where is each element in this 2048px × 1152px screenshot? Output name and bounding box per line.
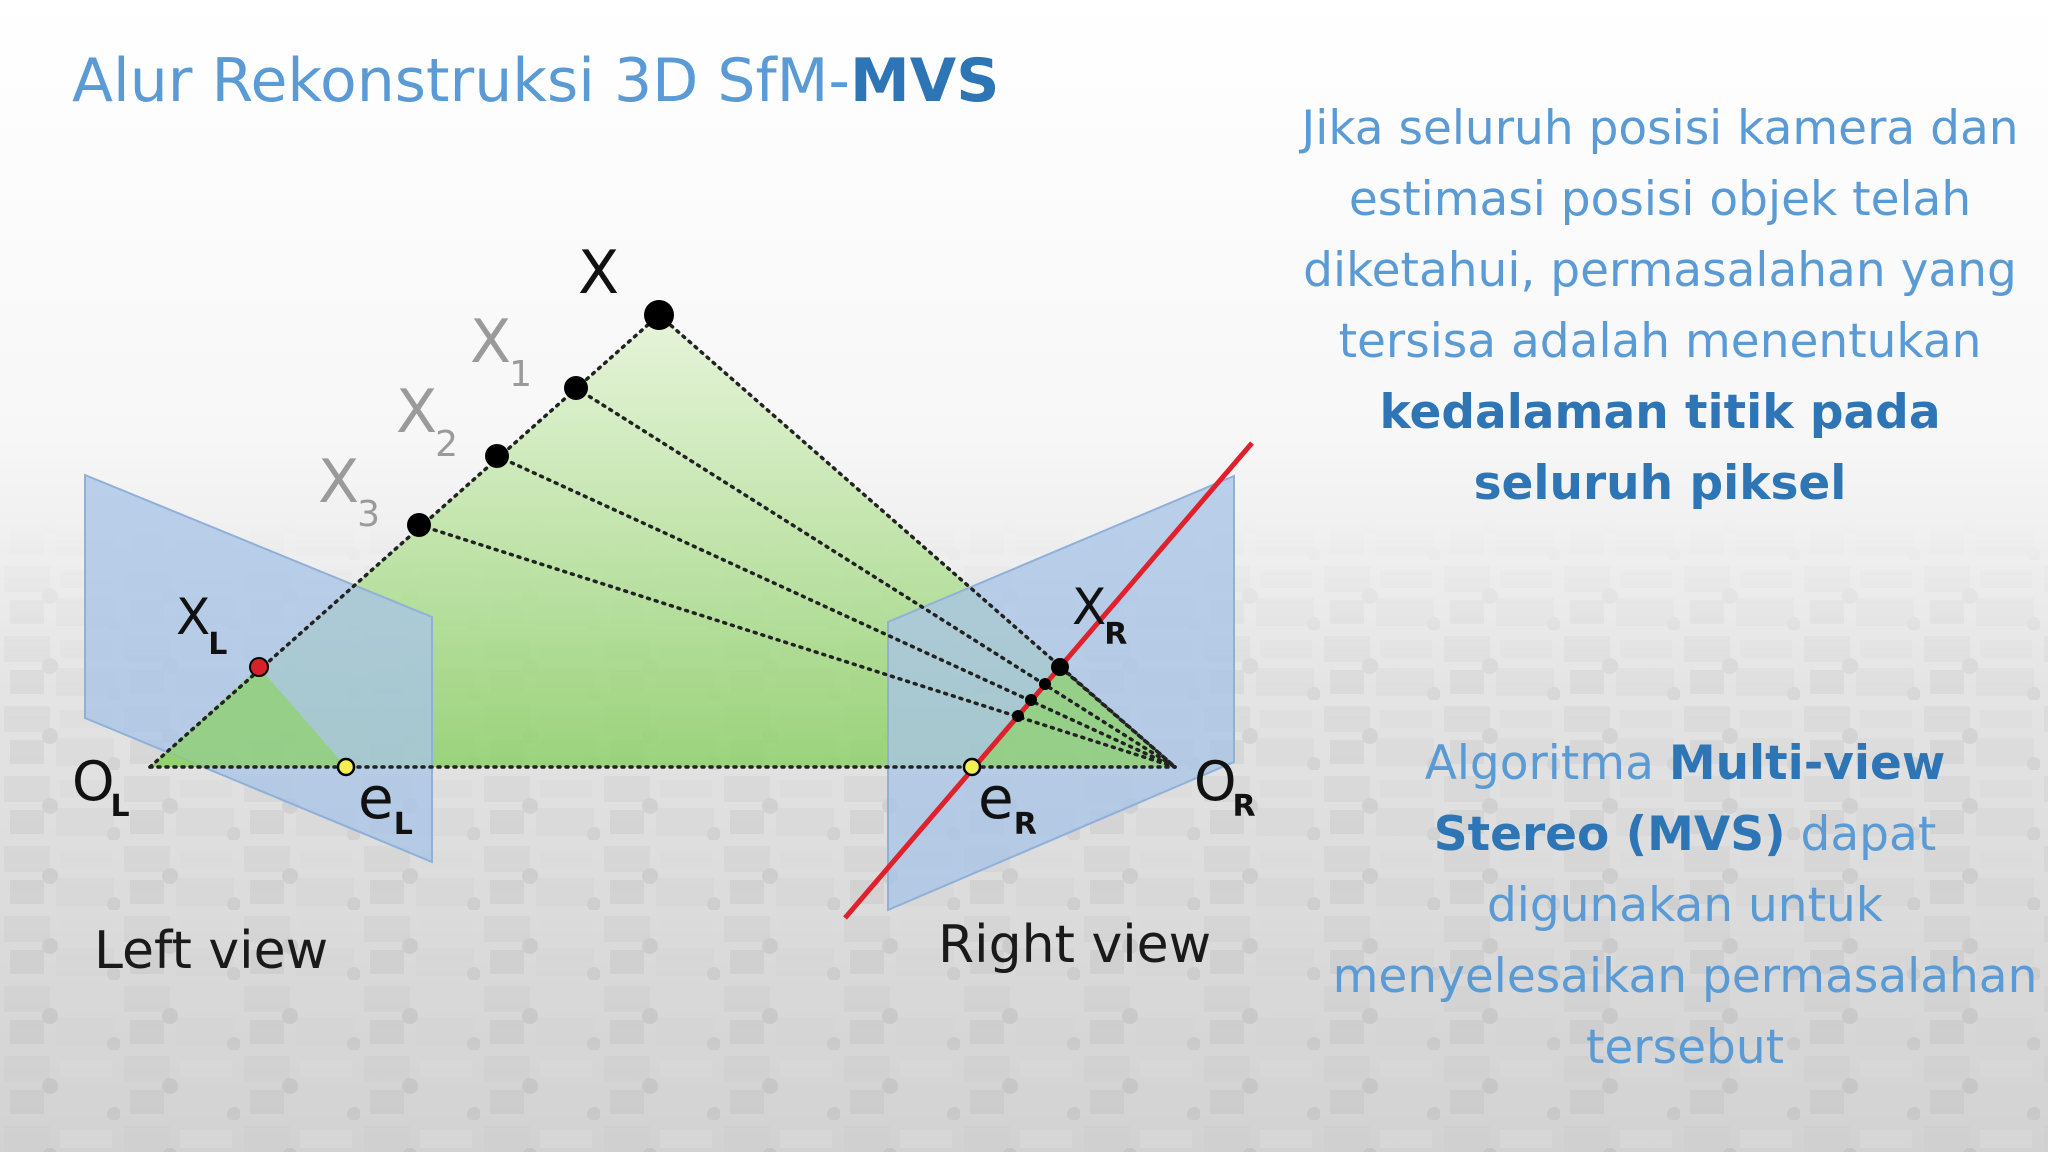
point-el [336,757,356,777]
slide-title: Alur Rekonstruksi 3D SfM-MVS [72,46,999,116]
paragraph1-emphasis: kedalaman titik pada seluruh piksel [1379,385,1941,511]
label-x3-sub: 3 [357,494,380,535]
point-x2 [485,444,509,468]
title-emphasis: MVS [850,46,1000,116]
label-er: eR [978,764,1037,842]
title-text: Alur Rekonstruksi 3D SfM- [72,46,851,116]
label-xl: XL [176,588,227,662]
point-xl [249,657,269,677]
label-ol: OL [72,750,130,824]
label-x1: X1 [470,307,532,395]
paragraph2-prefix: Algoritma [1424,736,1669,791]
paragraph2-emphasis: Multi-view Stereo (MVS) [1433,736,1946,862]
mvs-paragraph: Algoritma Multi-view Stereo (MVS) dapat … [1330,728,2040,1083]
point-xr-2 [1039,678,1051,690]
label-x: X [578,238,619,308]
label-xr-sub: R [1104,617,1127,652]
label-x3: X3 [318,447,380,535]
left-view-label: Left view [94,921,328,981]
label-el: eL [358,764,413,842]
point-x3 [407,513,431,537]
label-er-sub: R [1014,807,1037,842]
point-x [644,300,674,330]
left-projection-triangle [150,667,346,767]
paragraph2-suffix: dapat digunakan untuk menyelesaikan perm… [1332,807,2038,1075]
point-xr-4 [1012,710,1024,722]
point-x1 [564,376,588,400]
label-or: OR [1194,750,1256,824]
label-x1-sub: 1 [509,354,532,395]
point-xr [1051,658,1069,676]
label-xl-sub: L [208,627,227,662]
label-x2-sub: 2 [435,424,458,465]
label-or-sub: R [1233,789,1256,824]
explanation-paragraph: Jika seluruh posisi kamera dan estimasi … [1290,93,2030,519]
label-ol-sub: L [111,789,130,824]
right-view-label: Right view [938,915,1211,975]
label-el-sub: L [394,807,413,842]
paragraph1-text: Jika seluruh posisi kamera dan estimasi … [1301,101,2019,369]
point-er [962,757,982,777]
label-x2: X2 [396,377,458,465]
point-xr-3 [1025,694,1037,706]
label-xr: XR [1072,578,1127,652]
